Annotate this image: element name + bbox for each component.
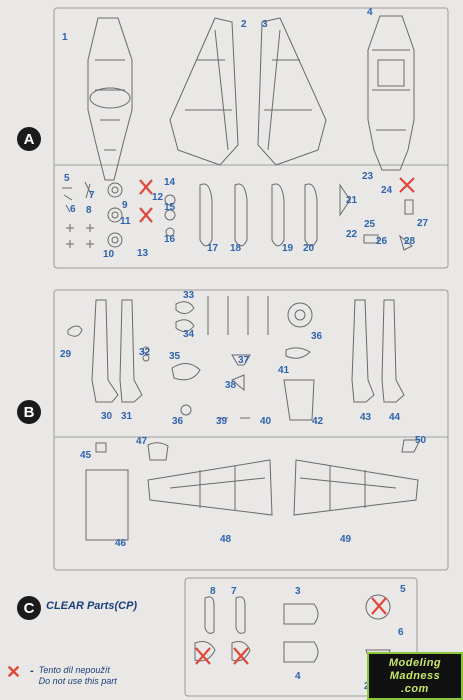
part-number: 10 — [103, 249, 115, 260]
part-number: 35 — [169, 351, 181, 362]
legend-dash: - — [30, 665, 34, 677]
legend-line-czech: Tento díl nepoužít — [38, 665, 110, 675]
part-number: 18 — [230, 243, 242, 254]
part-number: 27 — [417, 218, 429, 229]
part-number: 7 — [89, 190, 95, 201]
part-number: 11 — [120, 216, 131, 227]
part-number: 7 — [231, 586, 237, 597]
part-3-drawing — [257, 17, 327, 166]
part-number: 34 — [183, 329, 195, 340]
part-number: 19 — [282, 243, 294, 254]
logo-line: Modeling — [388, 656, 442, 669]
legend-line-english: Do not use this part — [38, 676, 117, 686]
part-number: 6 — [398, 627, 404, 638]
sprue-b-frame — [53, 289, 449, 571]
part-number: 5 — [400, 584, 406, 595]
part-number: 39 — [216, 416, 228, 427]
part-number: 37 — [238, 355, 250, 366]
part-number: 14 — [164, 177, 176, 188]
part-number: 8 — [86, 205, 92, 216]
part-number: 3 — [295, 586, 301, 597]
legend-text: Tento díl nepoužít Do not use this part — [39, 665, 117, 687]
sprue-c-badge: C — [17, 596, 41, 620]
part-number: 42 — [312, 416, 324, 427]
part-number: 2 — [241, 19, 247, 30]
part-number: 26 — [376, 236, 388, 247]
sprue-a-frame — [53, 7, 449, 269]
site-logo: Modeling Madness .com — [367, 652, 463, 700]
part-number: 9 — [122, 200, 128, 211]
sprue-a-badge: A — [17, 127, 41, 151]
part-number: 49 — [340, 534, 352, 545]
close-icon: ✕ — [6, 662, 22, 682]
not-used-legend: ✕ - Tento díl nepoužít Do not use this p… — [6, 663, 117, 687]
part-number: 32 — [139, 347, 151, 358]
sprue-c-frame — [184, 577, 418, 697]
logo-line: Madness — [389, 669, 441, 682]
part-number: 48 — [220, 534, 232, 545]
part-number: 46 — [115, 538, 127, 549]
part-number: 38 — [225, 380, 237, 391]
part-number: 13 — [137, 248, 149, 259]
part-number: 50 — [415, 435, 427, 446]
part-number: 45 — [80, 450, 92, 461]
part-2-drawing — [169, 17, 239, 166]
part-number: 21 — [346, 195, 358, 206]
sprue-b-badge: B — [17, 400, 41, 424]
part-number: 30 — [101, 411, 113, 422]
part-number: 5 — [64, 173, 70, 184]
part-number: 31 — [121, 411, 133, 422]
part-number: 15 — [164, 202, 176, 213]
part-number: 4 — [367, 7, 373, 18]
part-number: 23 — [362, 171, 374, 182]
part-number: 36 — [311, 331, 323, 342]
part-number: 20 — [303, 243, 315, 254]
part-number: 47 — [136, 436, 148, 447]
part-number: 1 — [62, 32, 68, 43]
part-number: 33 — [183, 290, 195, 301]
part-number: 29 — [60, 349, 72, 360]
not-used-marks — [139, 177, 415, 665]
part-1-drawing — [87, 17, 133, 181]
part-number: 41 — [278, 365, 290, 376]
part-4-drawing — [367, 15, 415, 171]
part-number: 6 — [70, 204, 76, 215]
part-number: 17 — [207, 243, 219, 254]
part-number: 28 — [404, 236, 416, 247]
part-number: 12 — [152, 192, 164, 203]
part-number: 22 — [346, 229, 358, 240]
logo-line: .com — [401, 682, 429, 695]
part-number: 24 — [381, 185, 393, 196]
part-number: 44 — [389, 412, 401, 423]
part-number: 43 — [360, 412, 372, 423]
part-number: 3 — [262, 19, 268, 30]
clear-parts-caption: CLEAR Parts(CP) — [46, 600, 138, 612]
part-number: 2 — [364, 682, 370, 692]
part-number: 4 — [295, 671, 301, 682]
part-number: 40 — [260, 416, 272, 427]
part-number: 25 — [364, 219, 376, 230]
part-number: 8 — [210, 586, 216, 597]
part-number: 16 — [164, 234, 176, 245]
part-number: 36 — [172, 416, 184, 427]
